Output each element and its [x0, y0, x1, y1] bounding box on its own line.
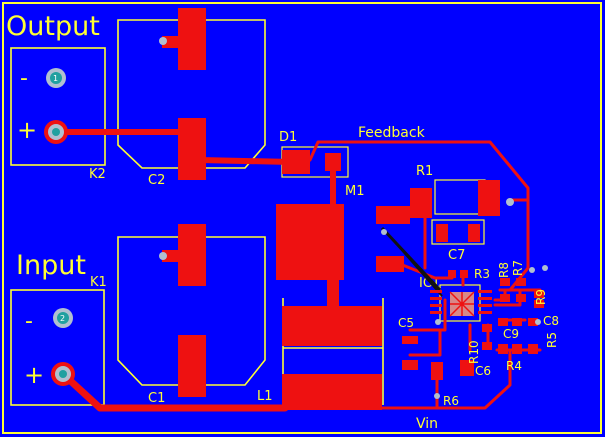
- k2-plus-sign: +: [17, 116, 37, 144]
- r7-pad-bottom: [516, 294, 526, 302]
- trace-feedback: [308, 140, 530, 292]
- c5-pad-bottom: [402, 360, 418, 370]
- r1-designator: R1: [416, 164, 433, 179]
- m1-designator: M1: [345, 184, 365, 199]
- r10-pad-bottom: [482, 342, 492, 350]
- c9-designator: C9: [503, 327, 519, 341]
- trace-input-plus: [59, 370, 289, 412]
- l1-pad-top: [282, 306, 382, 346]
- c2-pad-top-tab: [162, 36, 182, 48]
- r5-pad: [528, 344, 538, 354]
- d1-designator: D1: [279, 130, 297, 145]
- c6-designator: C6: [475, 364, 491, 378]
- r4-pad-right: [512, 344, 522, 354]
- k1-pin2-number: 2: [60, 314, 65, 323]
- input-heading: Input: [16, 250, 86, 281]
- c2-pad-top: [178, 8, 206, 70]
- c9-pad-right: [512, 318, 522, 326]
- r6-designator: R6: [443, 394, 459, 408]
- k2-connector-outline: [10, 47, 106, 166]
- c1-pad-top-tab: [162, 250, 182, 262]
- c7-capacitor-outline: [431, 219, 485, 245]
- r9-pad: [534, 290, 544, 298]
- output-heading: Output: [6, 11, 100, 42]
- r10-designator: R10: [467, 340, 481, 364]
- c9-pad-left: [498, 318, 508, 326]
- c5-designator: C5: [398, 316, 414, 330]
- via-right-3: [542, 265, 548, 271]
- k1-pin2-pad: 2: [53, 308, 73, 328]
- c1-capacitor-outline: [117, 236, 266, 386]
- r10-pad-top: [482, 324, 492, 332]
- ic1-pins: [430, 290, 492, 314]
- r9-designator: R9: [534, 289, 548, 305]
- ic1-thermal-hatch: [449, 291, 475, 317]
- trace-vin: [378, 348, 512, 410]
- r4-pad-left: [498, 344, 508, 354]
- k2-pin1-number: 1: [53, 74, 58, 83]
- c2-pad-bottom: [178, 118, 206, 180]
- via-r1-right: [506, 198, 514, 206]
- r8-designator: R8: [497, 262, 511, 278]
- d1-pad-left: [282, 150, 310, 174]
- trace-c5: [408, 298, 447, 332]
- r4-designator: R4: [506, 359, 522, 373]
- feedback-net-label: Feedback: [358, 125, 426, 141]
- trace-gate: [393, 260, 454, 280]
- trace-c5b: [408, 328, 442, 357]
- via-ic-left: [435, 319, 441, 325]
- c7-designator: C7: [448, 248, 465, 263]
- r8-pad-bottom: [500, 294, 510, 302]
- r7-pad-top: [516, 278, 526, 286]
- k2-plus-pad: [44, 120, 68, 144]
- via-c1-top: [159, 252, 167, 260]
- gate-pad: [376, 256, 404, 272]
- via-vin: [434, 393, 440, 399]
- dark-trace-right: [385, 231, 443, 297]
- via-right-1: [529, 267, 535, 273]
- r8-pad-top: [500, 278, 510, 286]
- r1-pad-left-tab: [376, 206, 410, 224]
- c1-pad-bottom: [178, 335, 206, 397]
- k1-plus-pad: [51, 362, 75, 386]
- r7-designator: R7: [511, 260, 525, 276]
- via-c2-top: [159, 37, 167, 45]
- r3-designator: R3: [474, 267, 490, 281]
- c1-pad-top: [178, 224, 206, 286]
- c1-designator: C1: [148, 391, 165, 406]
- c7-pad-left: [436, 224, 448, 242]
- r9-pad-b: [534, 300, 544, 308]
- k1-plus-sign: +: [24, 361, 44, 389]
- k2-designator: K2: [89, 167, 106, 182]
- m1-body: [276, 204, 344, 280]
- k1-minus-sign: -: [25, 309, 33, 334]
- r1-pad-right: [478, 180, 500, 216]
- d1-pad-right: [325, 153, 341, 171]
- r1-pad-left: [410, 188, 432, 218]
- c2-capacitor-outline: [117, 19, 266, 169]
- c8-designator: C8: [543, 314, 559, 328]
- c6-pad: [460, 360, 474, 376]
- k1-designator: K1: [90, 275, 107, 290]
- via-right-2: [535, 319, 541, 325]
- c8-pad: [528, 318, 538, 326]
- c2-designator: C2: [148, 173, 165, 188]
- k1-connector-outline: [10, 289, 105, 406]
- c7-pad-right: [468, 224, 480, 242]
- r3-pad-left: [448, 270, 456, 278]
- ic1-outline: [439, 284, 481, 322]
- l1-designator: L1: [257, 389, 273, 404]
- vin-net-label: Vin: [416, 416, 438, 432]
- r6-pad-left: [431, 362, 443, 380]
- r3-pad-right: [460, 270, 468, 278]
- c5-pad-top: [402, 336, 418, 344]
- via-r1-left: [381, 229, 387, 235]
- r5-designator: R5: [545, 332, 559, 348]
- k2-pin1-pad: 1: [46, 68, 66, 88]
- l1-pad-bottom: [282, 374, 382, 410]
- k2-minus-sign: -: [20, 66, 28, 91]
